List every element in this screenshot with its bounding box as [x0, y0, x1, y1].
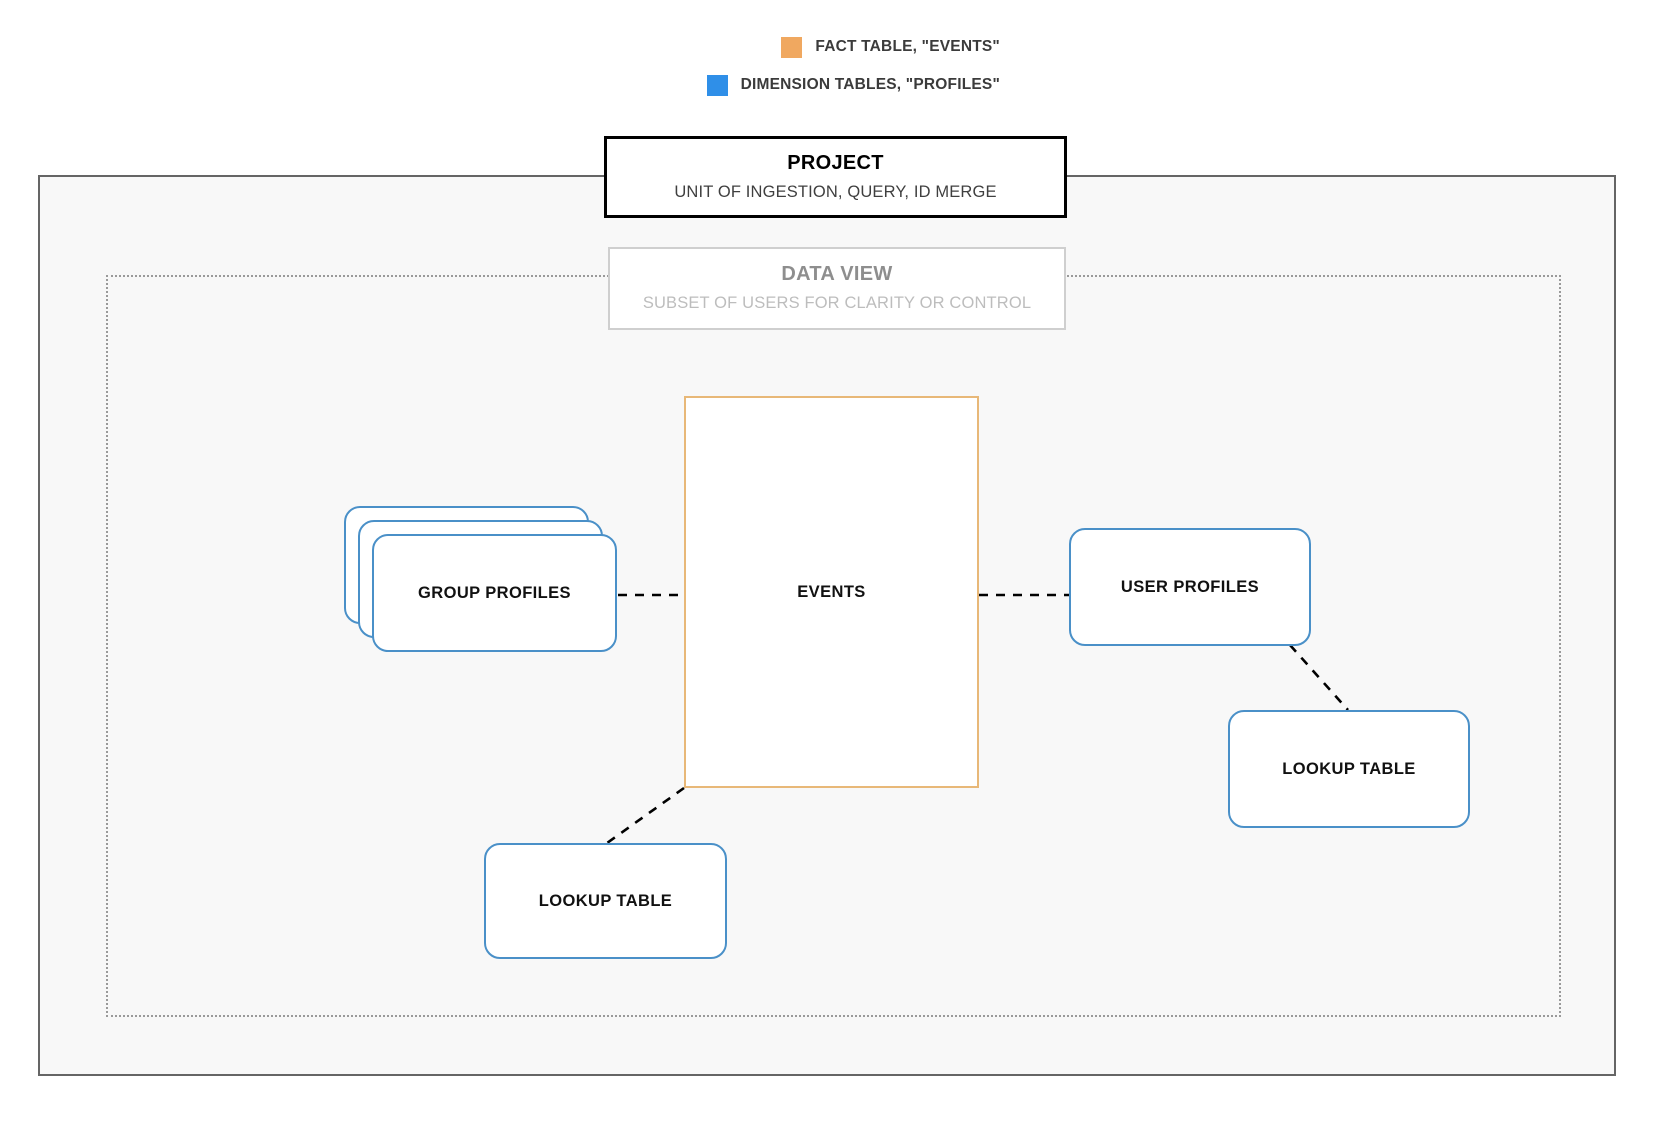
legend: FACT TABLE, "EVENTS" DIMENSION TABLES, "…: [0, 32, 1000, 108]
node-label: GROUP PROFILES: [418, 583, 571, 602]
orange-square-swatch: [781, 36, 803, 58]
data-view-title: DATA VIEW: [781, 263, 893, 286]
project-header-box: PROJECT UNIT OF INGESTION, QUERY, ID MER…: [604, 136, 1067, 218]
data-view-subtitle: SUBSET OF USERS FOR CLARITY OR CONTROL: [642, 294, 1032, 313]
node-label: EVENTS: [797, 582, 866, 601]
node-label: USER PROFILES: [1120, 577, 1260, 596]
node-lookup-table-left[interactable]: LOOKUP TABLE: [484, 843, 727, 959]
project-title: PROJECT: [787, 151, 884, 174]
node-lookup-table-right[interactable]: LOOKUP TABLE: [1228, 710, 1470, 828]
legend-item-fact-table: FACT TABLE, "EVENTS": [0, 32, 1000, 62]
project-subtitle: UNIT OF INGESTION, QUERY, ID MERGE: [674, 182, 997, 201]
node-label: LOOKUP TABLE: [538, 891, 673, 910]
node-group-profiles[interactable]: GROUP PROFILES: [344, 506, 618, 656]
node-events[interactable]: EVENTS: [684, 396, 979, 788]
blue-square-swatch: [706, 74, 728, 96]
legend-item-dimension-tables: DIMENSION TABLES, "PROFILES": [0, 70, 1000, 100]
group-profiles-stack-layer-front[interactable]: GROUP PROFILES: [372, 534, 617, 652]
node-label: LOOKUP TABLE: [1282, 759, 1416, 778]
data-view-header-box: DATA VIEW SUBSET OF USERS FOR CLARITY OR…: [608, 247, 1066, 330]
node-user-profiles[interactable]: USER PROFILES: [1069, 528, 1311, 646]
legend-item-label: DIMENSION TABLES, "PROFILES": [740, 76, 1000, 93]
legend-item-label: FACT TABLE, "EVENTS": [815, 38, 1000, 55]
